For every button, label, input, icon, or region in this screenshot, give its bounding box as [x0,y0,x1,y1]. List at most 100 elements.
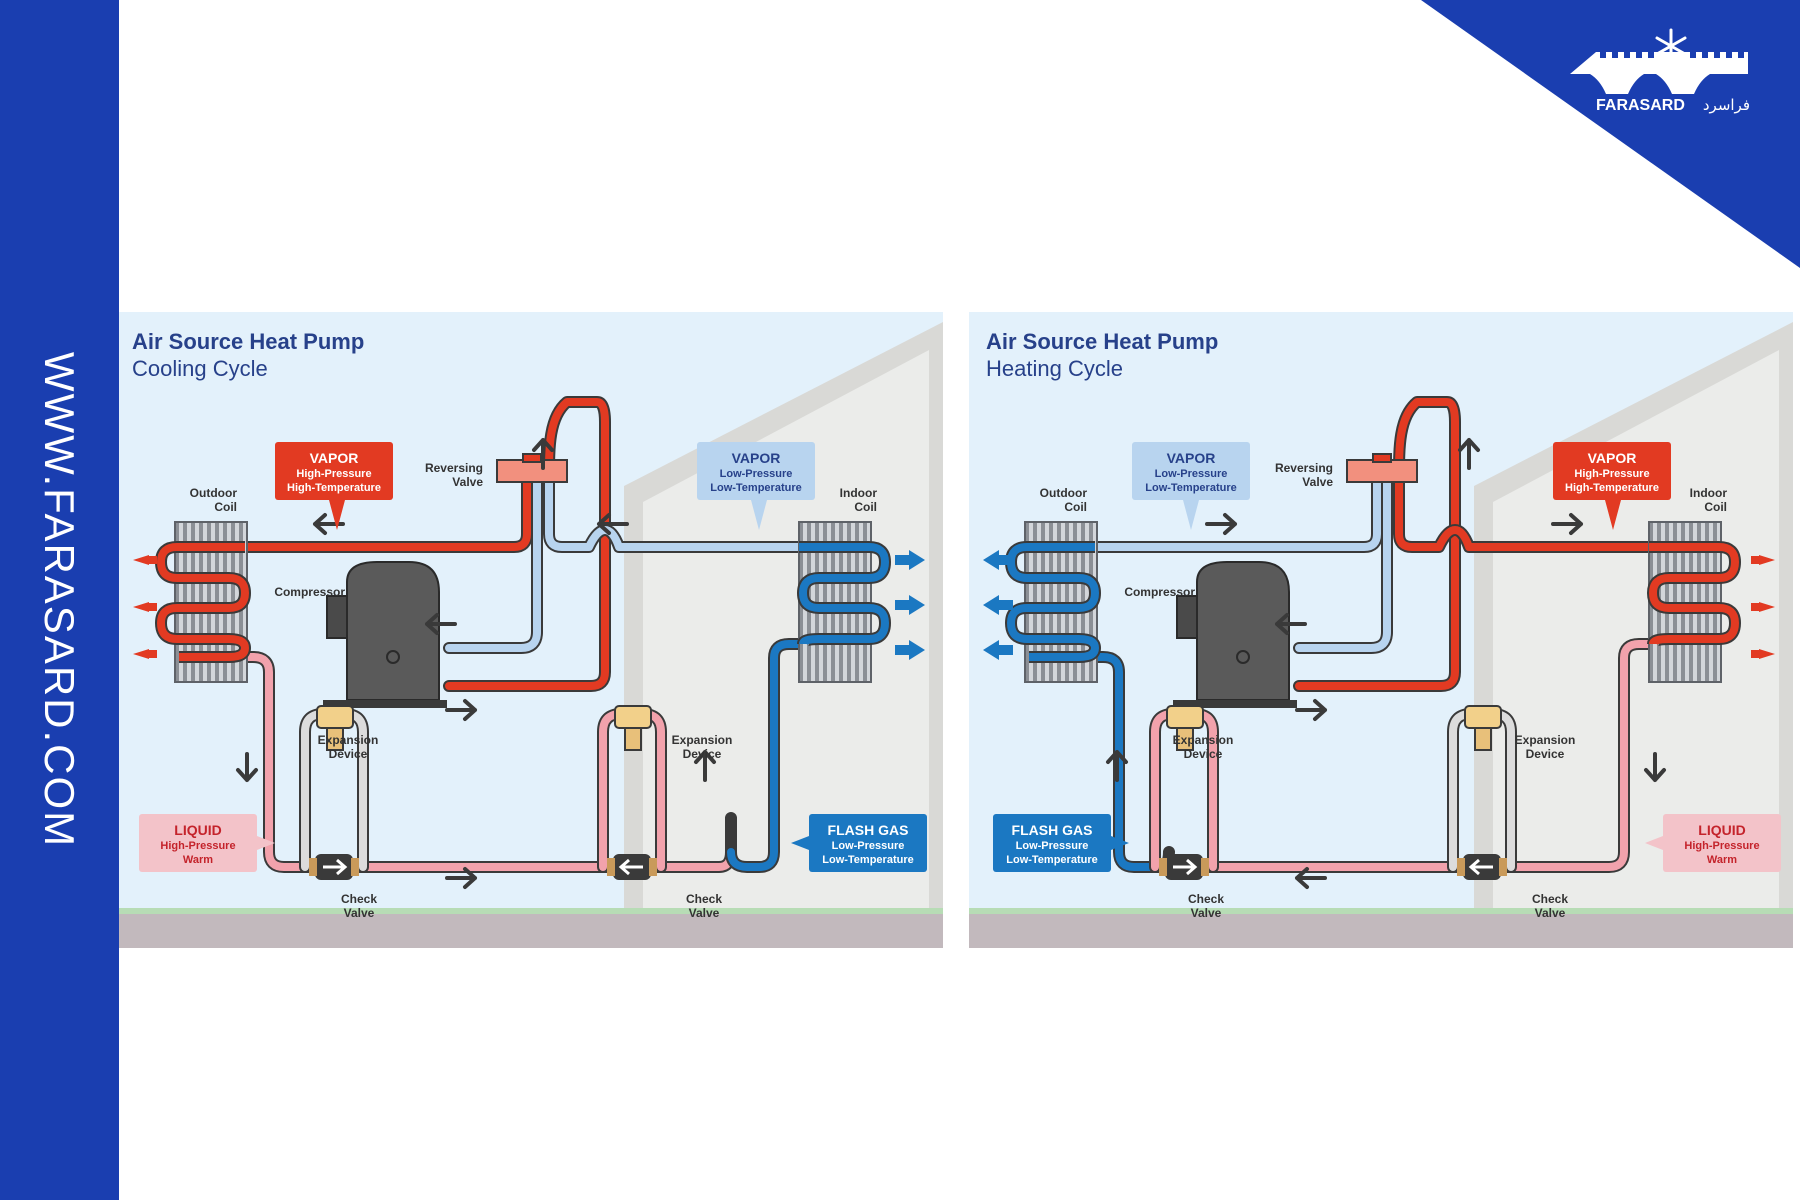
arrow-right-icon [895,600,909,610]
callout-vapor-hot: VAPOR High-Pressure High-Temperature [1553,442,1671,530]
arrow-left-icon [149,556,157,564]
pipe-suction [445,468,541,652]
outdoor-cold-arrows [983,550,1013,660]
callout-line: Low-Pressure [1016,840,1089,852]
reversing-valve-label: Reversing [425,461,483,475]
callout-title: VAPOR [1167,450,1216,466]
reversing-valve-port [522,453,542,463]
indoor-coil-label: Coil [1704,500,1727,514]
expansion-device-right [614,705,652,751]
callout-title: FLASH GAS [828,822,909,838]
pipe-suction [1295,468,1391,652]
corner-triangle [1421,0,1800,268]
arrow-left-icon [597,513,629,535]
website-url: WWW.FARASARD.COM [36,351,83,849]
outdoor-coil-label: Coil [1064,500,1087,514]
outdoor-coil [154,521,252,683]
check-valve-label: Valve [1191,906,1222,920]
outdoor-coil-label: Coil [214,500,237,514]
arrow-up-icon [694,750,716,782]
pipe-compressor-discharge [1295,398,1459,690]
outdoor-heat-arrows [133,555,157,659]
check-valve-right [607,854,657,880]
callout-line: High-Pressure [160,840,235,852]
callout-line: Low-Pressure [1155,468,1228,480]
callout-line: Low-Temperature [1145,482,1236,494]
outdoor-coil-label: Outdoor [1040,486,1088,500]
expansion-device-right [1464,705,1502,751]
callout-line: Low-Temperature [822,854,913,866]
expansion-device-label: Expansion [318,733,379,747]
reversing-valve-port [1372,453,1392,463]
callout-liquid: LIQUID High-Pressure Warm [1645,814,1781,872]
arrow-left-icon [425,613,457,635]
indoor-coil-label: Coil [854,500,877,514]
check-valve-left [309,854,359,880]
check-valve-right [1457,854,1507,880]
callout-title: VAPOR [1588,450,1637,466]
expansion-device-label: Device [1184,747,1223,761]
callout-vapor-hot: VAPOR High-Pressure High-Temperature [275,442,393,530]
ground [119,914,943,948]
callout-line: Warm [183,854,213,866]
check-valve-label: Valve [344,906,375,920]
flow-arrows [1106,438,1666,889]
diagram-subtitle: Cooling Cycle [132,356,268,381]
callout-line: High-Pressure [1574,468,1649,480]
pipe-compressor-discharge [445,398,609,690]
reversing-valve-label: Valve [1302,475,1333,489]
arrow-right-icon [1205,513,1237,535]
pipe-flash-gas [727,640,803,871]
arrow-up-icon [1458,438,1480,470]
expansion-device-label: Expansion [1173,733,1234,747]
pipe-liquid-line [241,653,735,871]
indoor-heat-arrows [895,550,925,660]
expansion-device-label: Device [683,747,722,761]
callout-line: High-Temperature [1565,482,1659,494]
arrow-left-icon [1275,613,1307,635]
expansion-device-label: Expansion [1515,733,1576,747]
outdoor-coil-label: Outdoor [190,486,238,500]
pipe-from-indoor [545,468,803,551]
callout-title: VAPOR [310,450,359,466]
expansion-device-label: Expansion [672,733,733,747]
arrow-right-icon [1551,513,1583,535]
pipe-from-outdoor [1091,468,1381,551]
compressor [1173,561,1297,708]
reversing-valve [496,459,568,483]
callout-liquid: LIQUID High-Pressure Warm [139,814,275,872]
indoor-coil-label: Indoor [840,486,878,500]
snowflake-icon [1655,28,1687,64]
indoor-heat-arrows [1751,555,1775,659]
diagram-subtitle: Heating Cycle [986,356,1123,381]
compressor-label: Compressor [274,585,345,599]
callout-line: Low-Temperature [710,482,801,494]
indoor-coil [1646,521,1742,683]
outdoor-coil [1004,521,1102,683]
arrow-up-icon [1106,750,1128,782]
check-valve-label: Check [341,892,377,906]
arrow-left-icon [999,645,1013,655]
heating-cycle-panel: Air Source Heat Pump Heating Cycle [969,312,1793,948]
arrow-down-icon [236,752,258,782]
callout-line: High-Pressure [1684,840,1759,852]
brand-name-fa: فراسرد [1703,96,1750,114]
brand-name: FARASARD [1596,97,1685,114]
callout-line: High-Temperature [287,482,381,494]
indoor-coil-label: Indoor [1690,486,1728,500]
grass-strip [969,908,1793,914]
callout-flash-gas: FLASH GAS Low-Pressure Low-Temperature [791,814,927,872]
callout-title: VAPOR [732,450,781,466]
check-valve-label: Check [1532,892,1568,906]
arrow-left-icon [149,603,157,611]
arrow-left-icon [149,650,157,658]
callout-line: Warm [1707,854,1737,866]
reversing-valve-label: Reversing [1275,461,1333,475]
check-valve-label: Valve [689,906,720,920]
arrow-right-icon [895,555,909,565]
expansion-device-left [316,705,354,751]
pipe-to-indoor [1395,468,1653,551]
arrow-right-icon [895,645,909,655]
arrow-left-icon [999,600,1013,610]
callout-line: High-Pressure [296,468,371,480]
